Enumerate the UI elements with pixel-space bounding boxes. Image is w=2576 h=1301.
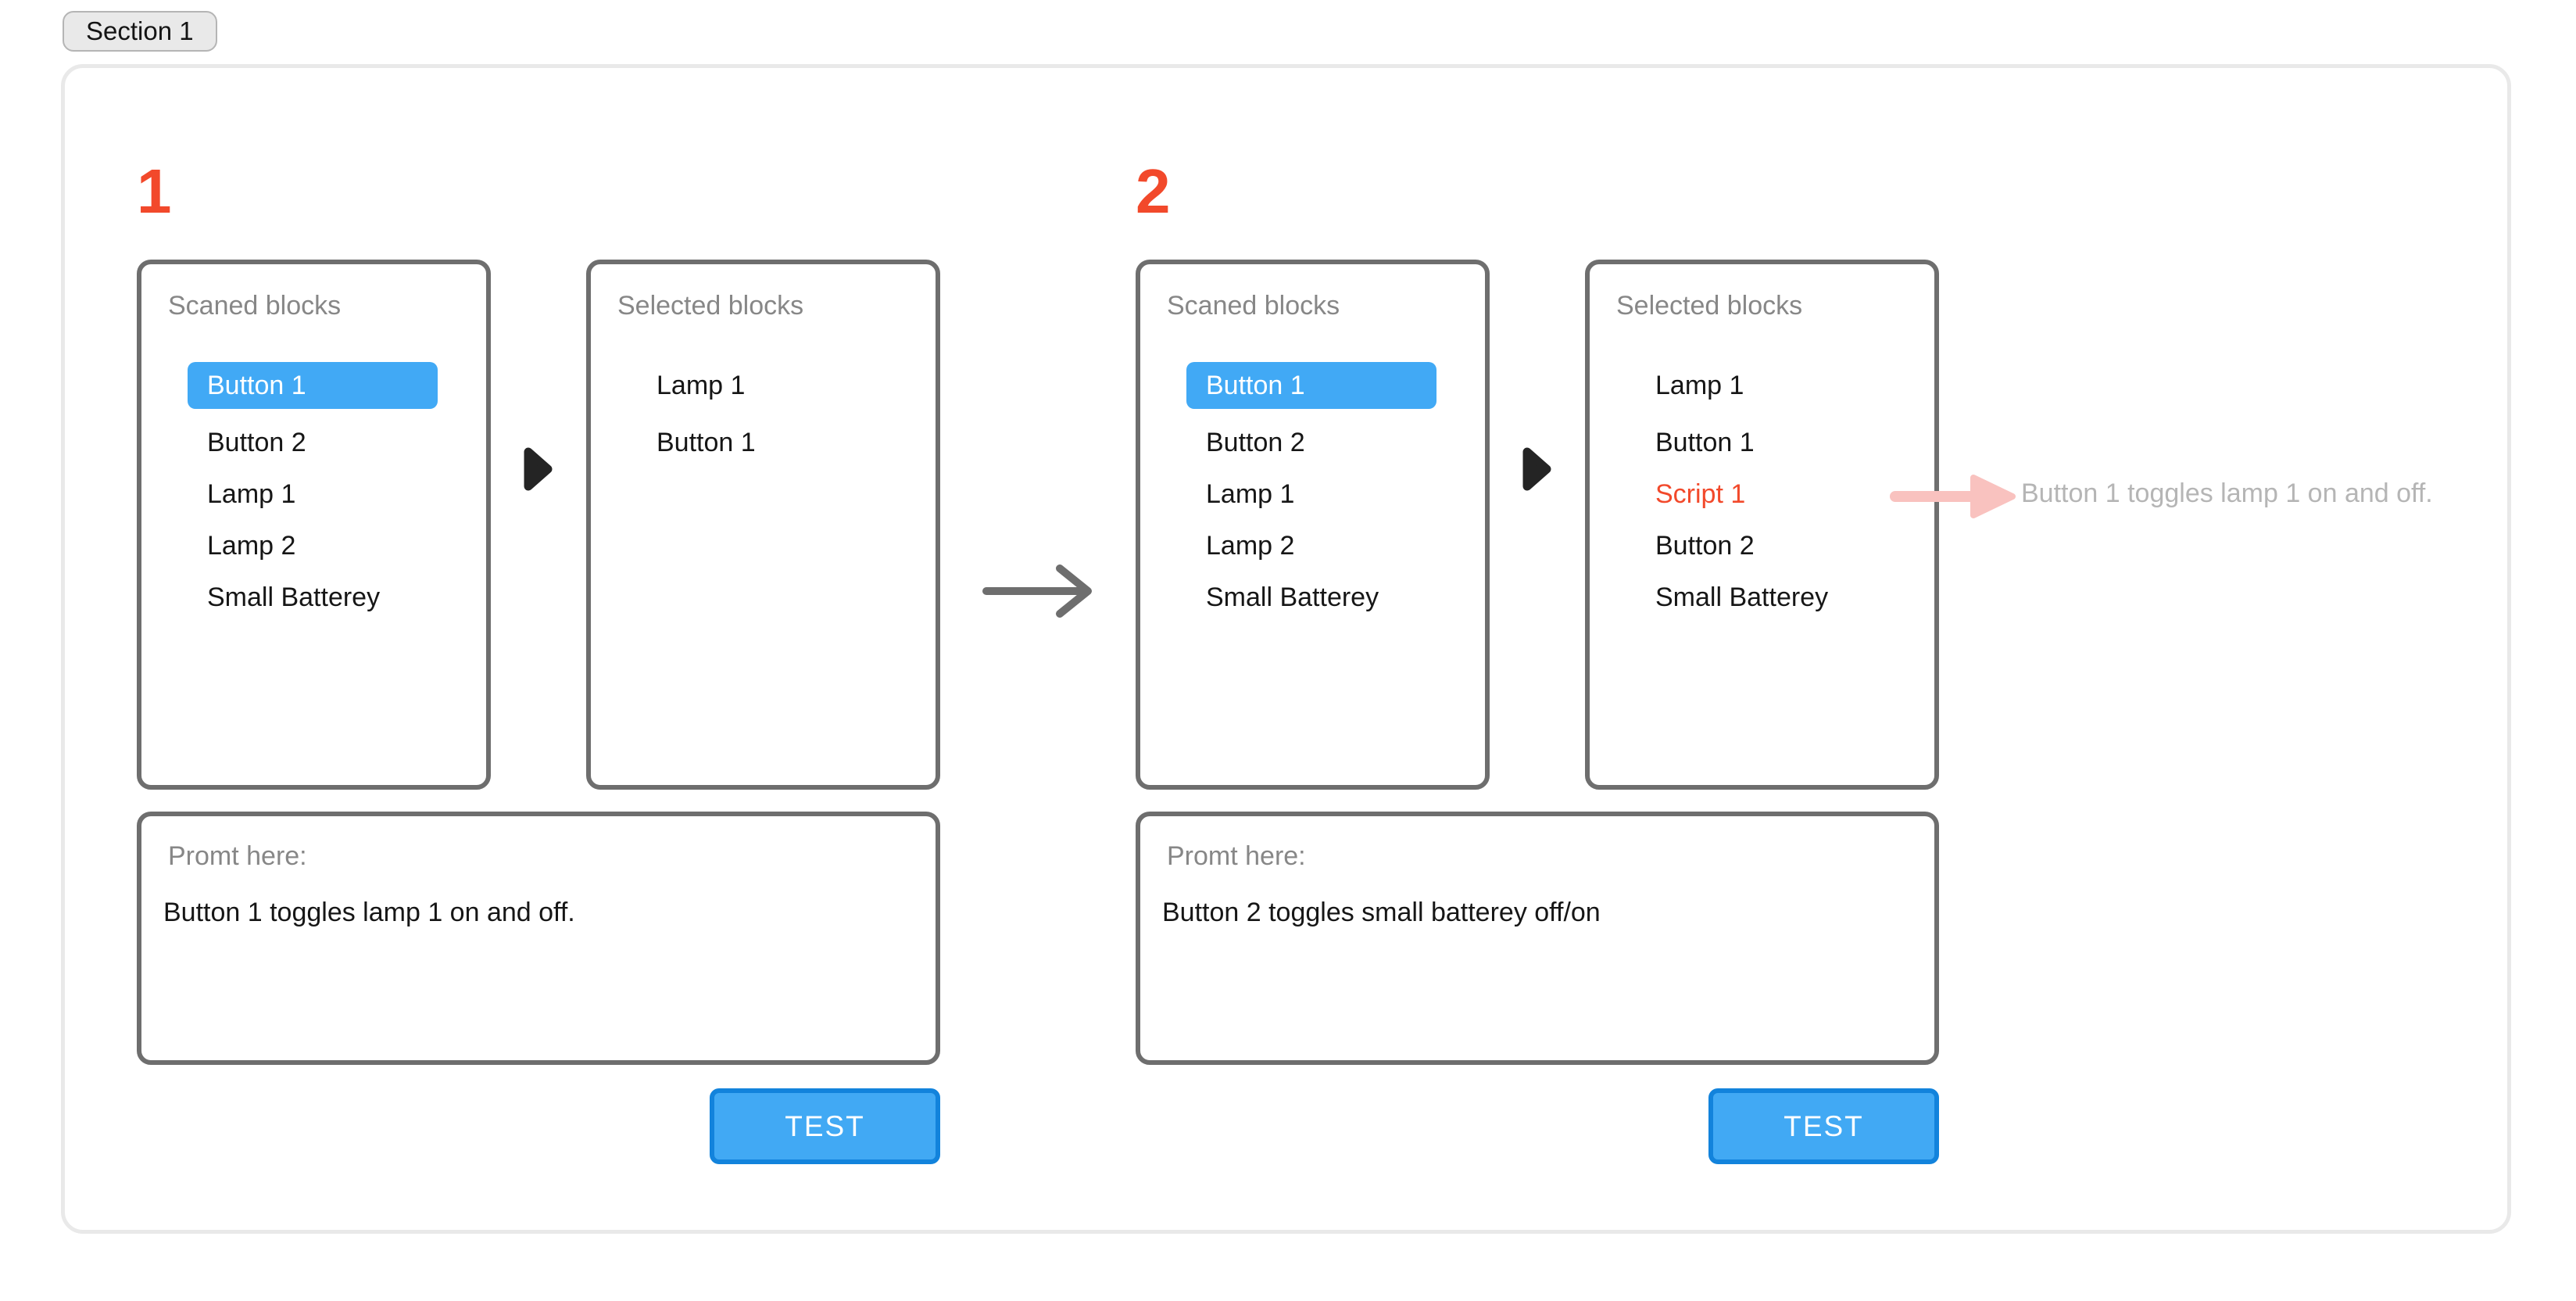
panel-1-selected-list: Lamp 1 Button 1 bbox=[637, 362, 887, 471]
panel-1-prompt-label: Promt here: bbox=[168, 841, 307, 871]
list-item[interactable]: Button 1 bbox=[1186, 362, 1436, 409]
tab-section-1-label: Section 1 bbox=[86, 16, 194, 45]
list-item[interactable]: Button 1 bbox=[657, 428, 756, 457]
panel-2-annotation-text: Button 1 toggles lamp 1 on and off. bbox=[2021, 478, 2433, 508]
panel-1-scanned-title: Scaned blocks bbox=[168, 291, 342, 321]
panel-1-selected-title: Selected blocks bbox=[617, 291, 804, 321]
panel-2-test-button[interactable]: TEST bbox=[1708, 1088, 1939, 1164]
list-item[interactable]: Lamp 1 bbox=[207, 479, 296, 509]
panel-1-prompt-text: Button 1 toggles lamp 1 on and off. bbox=[163, 898, 575, 927]
panel-2-selected-title: Selected blocks bbox=[1616, 291, 1803, 321]
list-item[interactable]: Lamp 1 bbox=[657, 371, 746, 400]
list-item[interactable]: Small Batterey bbox=[207, 582, 381, 612]
list-item[interactable]: Button 1 bbox=[188, 362, 438, 409]
pink-arrow-right-icon bbox=[1890, 475, 2016, 518]
list-item[interactable]: Lamp 2 bbox=[207, 531, 296, 561]
panel-1-number: 1 bbox=[137, 156, 172, 226]
panel-2-scanned-box: Scaned blocks Button 1 Button 2 Lamp 1 L… bbox=[1136, 260, 1490, 790]
panel-1-selected-box: Selected blocks Lamp 1 Button 1 bbox=[586, 260, 940, 790]
list-item[interactable]: Button 2 bbox=[1206, 428, 1305, 457]
list-item[interactable]: Lamp 1 bbox=[1206, 479, 1295, 509]
tab-section-1[interactable]: Section 1 bbox=[63, 11, 217, 52]
panel-2-selected-list: Lamp 1 Button 1 Script 1 Button 2 Small … bbox=[1636, 362, 1886, 625]
list-item[interactable]: Lamp 1 bbox=[1655, 371, 1744, 400]
panel-2-prompt-label: Promt here: bbox=[1167, 841, 1306, 871]
panel-1-scanned-box: Scaned blocks Button 1 Button 2 Lamp 1 L… bbox=[137, 260, 491, 790]
panel-1-test-button[interactable]: TEST bbox=[710, 1088, 940, 1164]
list-item[interactable]: Lamp 2 bbox=[1206, 531, 1295, 561]
panel-2-prompt-text: Button 2 toggles small batterey off/on bbox=[1162, 898, 1601, 927]
list-item[interactable]: Small Batterey bbox=[1655, 582, 1829, 612]
panel-2-scanned-list: Button 1 Button 2 Lamp 1 Lamp 2 Small Ba… bbox=[1186, 362, 1436, 625]
list-item[interactable]: Button 1 bbox=[1655, 428, 1755, 457]
list-item[interactable]: Button 2 bbox=[1655, 531, 1755, 561]
panel-1-prompt-box[interactable]: Promt here: Button 1 toggles lamp 1 on a… bbox=[137, 812, 940, 1065]
list-item[interactable]: Small Batterey bbox=[1206, 582, 1379, 612]
panel-2-prompt-box[interactable]: Promt here: Button 2 toggles small batte… bbox=[1136, 812, 1939, 1065]
list-item[interactable]: Script 1 bbox=[1655, 479, 1746, 509]
list-item[interactable]: Button 2 bbox=[207, 428, 306, 457]
panel-2-selected-box: Selected blocks Lamp 1 Button 1 Script 1… bbox=[1585, 260, 1939, 790]
panel-1-scanned-list: Button 1 Button 2 Lamp 1 Lamp 2 Small Ba… bbox=[188, 362, 438, 625]
play-triangle-icon bbox=[1522, 447, 1551, 491]
panel-2-scanned-title: Scaned blocks bbox=[1167, 291, 1340, 321]
play-triangle-icon bbox=[524, 447, 553, 491]
panel-2-number: 2 bbox=[1136, 156, 1171, 226]
arrow-right-icon bbox=[982, 564, 1092, 618]
